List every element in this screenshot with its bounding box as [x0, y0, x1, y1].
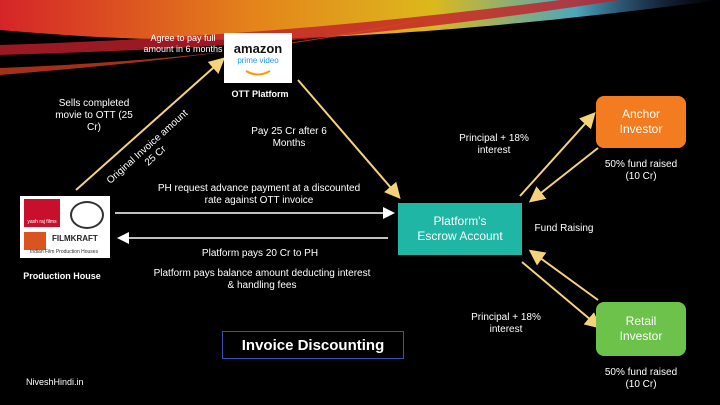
production-logo-icon	[24, 232, 46, 250]
amazon-wordmark: amazon	[233, 41, 283, 56]
ott-agree-note: Agree to pay full amount in 6 months	[143, 33, 223, 54]
ott-platform-label: OTT Platform	[231, 89, 289, 99]
banner-logo-icon	[70, 201, 104, 229]
sells-movie-label: Sells completed movie to OTT (25 Cr)	[55, 98, 133, 133]
prime-video-wordmark: prime video	[237, 56, 279, 65]
escrow-line2: Escrow Account	[417, 229, 503, 243]
production-house-logos: yash raj films FILMKRAFT Indian Film Pro…	[20, 196, 110, 258]
balance-label: Platform pays balance amount deducting i…	[153, 268, 371, 291]
arrow-ph-to-ott	[75, 57, 225, 191]
amazon-prime-logo: amazon prime video	[224, 33, 292, 83]
pay-after-label: Pay 25 Cr after 6 Months	[251, 126, 327, 149]
slide-title: Invoice Discounting	[222, 331, 404, 359]
yrf-logo: yash raj films	[24, 199, 60, 227]
retail-line2: Investor	[619, 329, 663, 343]
principal-top-label: Principal + 18% interest	[459, 133, 529, 156]
ph-request-label: PH request advance payment at a discount…	[157, 183, 361, 206]
fund-raising-label: Fund Raising	[534, 223, 594, 234]
production-house-label: Production House	[23, 271, 101, 281]
anchor-line1: Anchor	[621, 107, 661, 121]
filmkraft-logo: FILMKRAFT	[52, 234, 98, 243]
arrow-escrow-to-retail	[521, 261, 602, 329]
escrow-line1: Platform's	[433, 214, 487, 228]
decorative-swoosh	[0, 0, 720, 75]
arrow-retail-to-escrow	[528, 249, 599, 301]
logo-caption: Indian Film Production Houses	[30, 249, 99, 255]
anchor-line2: Investor	[619, 122, 663, 136]
arrow-ott-to-escrow	[297, 79, 401, 200]
principal-bottom-label: Principal + 18% interest	[471, 312, 541, 335]
escrow-account-box: Platform's Escrow Account	[398, 203, 522, 255]
retail-fund-label: 50% fund raised (10 Cr)	[604, 367, 678, 390]
arrow-anchor-to-escrow	[528, 147, 599, 203]
retail-investor-box: Retail Investor	[596, 302, 686, 356]
retail-line1: Retail	[625, 314, 657, 328]
anchor-fund-label: 50% fund raised (10 Cr)	[604, 159, 678, 182]
arrow-escrow-to-anchor	[519, 112, 596, 197]
platform-pays-label: Platform pays 20 Cr to PH	[201, 248, 319, 259]
watermark: NiveshHindi.in	[26, 377, 84, 387]
amazon-smile-icon	[245, 70, 271, 76]
anchor-investor-box: Anchor Investor	[596, 96, 686, 148]
